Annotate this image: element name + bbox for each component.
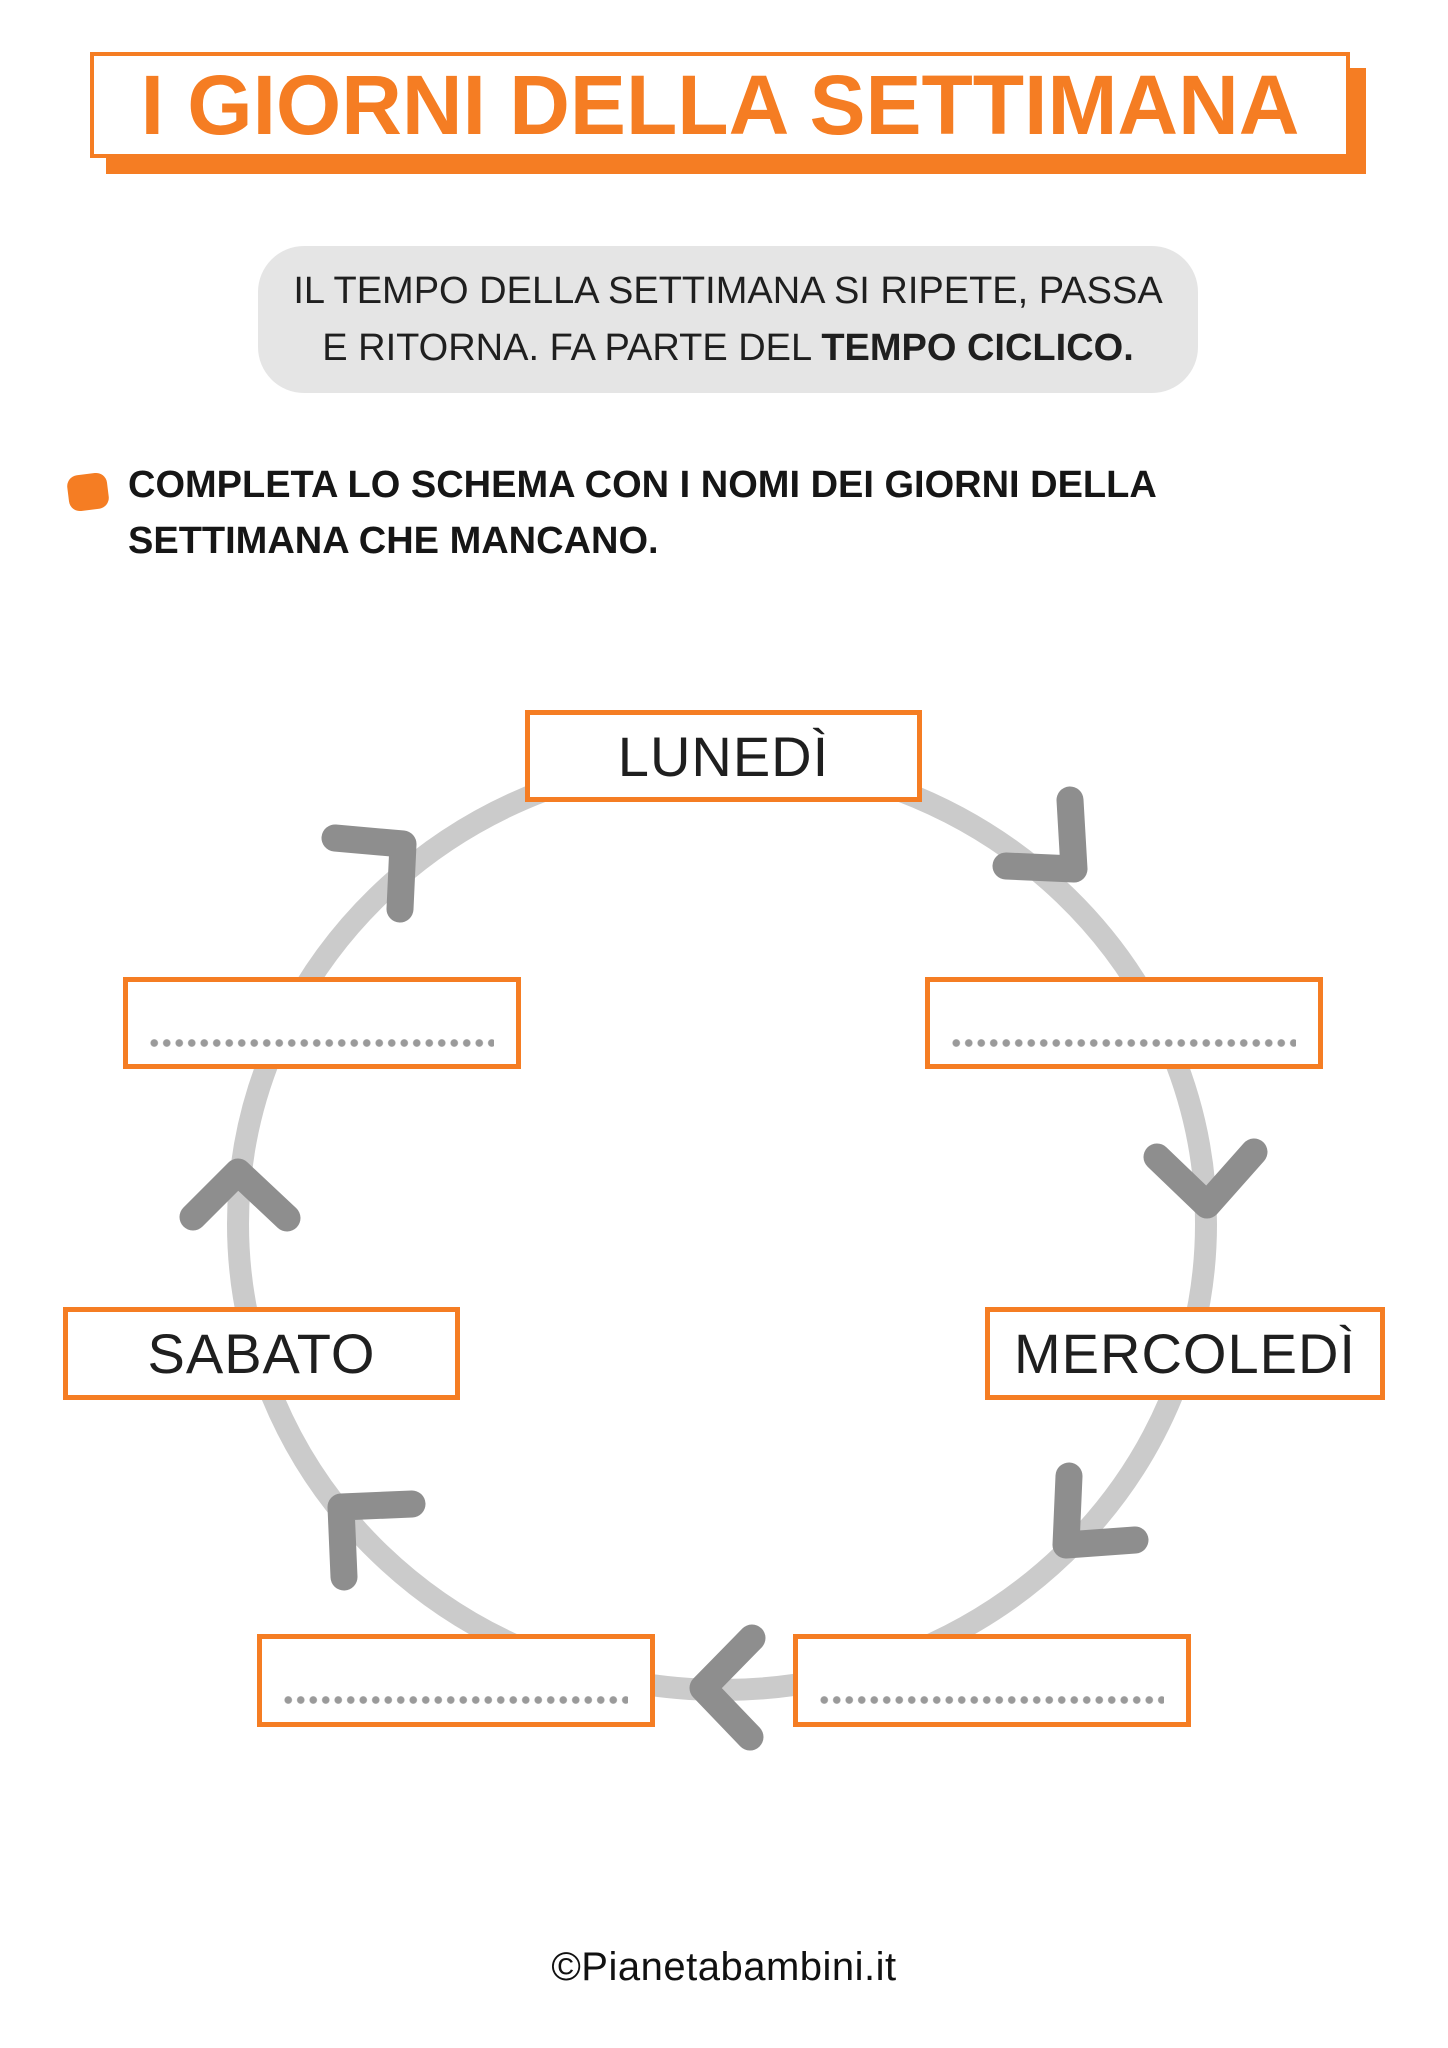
- day-box-left: SABATO: [63, 1307, 460, 1400]
- instruction-line-1: COMPLETA LO SCHEMA CON I NOMI DEI GIORNI…: [128, 464, 1157, 506]
- page-title: I GIORNI DELLA SETTIMANA: [140, 57, 1300, 152]
- arrow-up-icon: [179, 1158, 301, 1232]
- title-box: I GIORNI DELLA SETTIMANA: [90, 52, 1350, 158]
- day-box-blank-upper-right: [925, 977, 1323, 1069]
- intro-text: IL TEMPO DELLA SETTIMANA SI RIPETE, PASS…: [293, 263, 1162, 377]
- intro-callout: IL TEMPO DELLA SETTIMANA SI RIPETE, PASS…: [258, 246, 1198, 393]
- day-box-blank-lower-left: [257, 1634, 655, 1727]
- arrow-down-right-icon: [992, 786, 1088, 883]
- arrow-left-icon: [689, 1624, 766, 1751]
- arrow-down-left-icon: [1052, 1462, 1149, 1559]
- intro-line-2: E RITORNA. FA PARTE DEL: [322, 326, 822, 369]
- day-box-blank-lower-right: [793, 1634, 1191, 1727]
- day-label: LUNEDÌ: [617, 724, 830, 788]
- arrow-up-right-icon: [321, 824, 417, 923]
- arrow-up-left-icon: [327, 1490, 426, 1591]
- day-box-right: MERCOLEDÌ: [985, 1307, 1385, 1400]
- intro-line-2-bold: TEMPO CICLICO.: [821, 326, 1134, 369]
- day-label: MERCOLEDÌ: [1014, 1322, 1356, 1385]
- footer-logo: ©Pianetabambini.it: [551, 1945, 897, 1989]
- answer-dotted-line: [950, 1038, 1296, 1048]
- clockwise-arrows: [179, 786, 1268, 1751]
- instruction-line-2: SETTIMANA CHE MANCANO.: [128, 520, 659, 562]
- day-box-top: LUNEDÌ: [525, 710, 922, 802]
- day-box-blank-upper-left: [123, 977, 521, 1069]
- answer-dotted-line: [148, 1038, 494, 1048]
- answer-dotted-line: [818, 1695, 1164, 1705]
- instruction-text: COMPLETA LO SCHEMA CON I NOMI DEI GIORNI…: [128, 457, 1268, 569]
- intro-line-1: IL TEMPO DELLA SETTIMANA SI RIPETE, PASS…: [293, 269, 1163, 312]
- day-label: SABATO: [147, 1322, 376, 1385]
- arrow-down-icon: [1143, 1138, 1268, 1219]
- answer-dotted-line: [282, 1695, 628, 1705]
